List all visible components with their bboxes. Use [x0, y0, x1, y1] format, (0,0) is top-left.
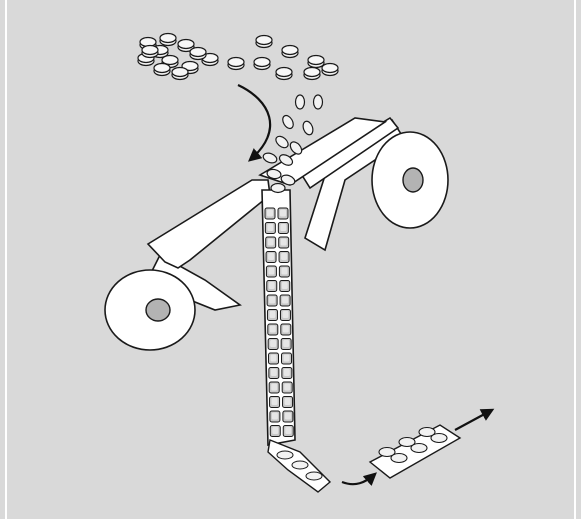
blister-pack-cell [410, 442, 428, 454]
tablet-pill-icon [275, 66, 293, 78]
blister-pack-cell [418, 426, 436, 438]
tablet-pill-icon [227, 56, 245, 68]
blister-pack-cell [390, 452, 408, 464]
arrow-icon [454, 408, 495, 431]
blister-pack-cells [378, 426, 448, 464]
blister-strip [261, 189, 296, 446]
tablet-pill-icon [278, 154, 294, 166]
tablet-pill-icon [253, 56, 271, 68]
tablet-pill-icon [189, 46, 207, 58]
top-film-band [258, 117, 388, 186]
tablet-pill-icon [171, 66, 189, 78]
tablet-pill-icon [262, 152, 278, 164]
tablet-pill-icon [270, 182, 286, 194]
blister-pack-cell [430, 432, 448, 444]
curved-arrow-icon-output [341, 472, 377, 486]
tablet-pill-icon [280, 174, 296, 186]
right-roll-core [402, 167, 424, 193]
falling-tablets [262, 94, 324, 194]
tablet-pill-icon [312, 94, 324, 110]
tablet-pill-icon [153, 62, 171, 74]
tablet-pill-icon [303, 66, 321, 78]
right-film-roll [298, 116, 449, 252]
tablet-pill-icon [307, 54, 325, 66]
tablet-pill-icon [266, 168, 282, 180]
curved-arrow-icon [237, 84, 272, 162]
tablet-pill-icon [294, 94, 306, 110]
tablet-pill-icon [181, 60, 199, 72]
blister-pack-cell [398, 436, 416, 448]
tablet-pill-icon [282, 114, 294, 130]
tablet-pill-icon [141, 44, 159, 56]
finished-blister-pack [368, 424, 462, 479]
tablet-pill-icon [255, 34, 273, 46]
tablet-pill-icon [161, 54, 179, 66]
tablet-pill-icon [281, 44, 299, 56]
blister-cavities [264, 207, 294, 437]
blister-pack-cell [378, 446, 396, 458]
left-film-band [146, 179, 271, 269]
tablet-pill-icon [289, 141, 303, 155]
tablet-pill-icon [177, 38, 195, 50]
frame-border-right [574, 0, 576, 519]
tablet-pill-icon [275, 135, 289, 149]
tablet-pile [137, 32, 339, 81]
tablet-pill-icon [159, 32, 177, 44]
frame-border-left [5, 0, 7, 519]
cut-blister-pieces [267, 439, 332, 493]
left-roll-core [145, 298, 171, 322]
left-film-roll [104, 253, 242, 351]
tablet-pill-icon [302, 120, 314, 136]
tablet-pill-icon [321, 62, 339, 74]
